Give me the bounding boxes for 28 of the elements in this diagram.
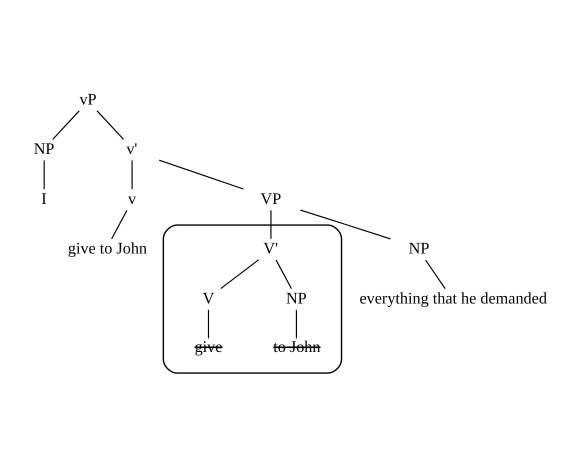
connector xyxy=(220,258,259,289)
node-text: vP xyxy=(79,90,97,108)
node-text: give to John xyxy=(68,239,148,258)
node-text: everything that he demanded xyxy=(359,288,547,307)
connector xyxy=(52,110,80,140)
node-text: I xyxy=(41,189,47,208)
node-text: V' xyxy=(263,239,278,258)
connector xyxy=(96,110,124,140)
node-text: v xyxy=(128,189,136,208)
connector xyxy=(132,160,133,189)
connector xyxy=(270,210,272,238)
connector xyxy=(296,309,297,338)
connector xyxy=(425,259,446,288)
node-text: VP xyxy=(260,189,282,208)
connector xyxy=(111,210,128,239)
node-text: to John xyxy=(273,337,321,356)
connector xyxy=(276,259,292,288)
connector xyxy=(300,208,391,239)
connector xyxy=(159,159,244,190)
node-text: V xyxy=(202,288,214,307)
cluster xyxy=(162,224,342,374)
connector xyxy=(44,160,45,189)
node-text: give xyxy=(194,337,222,356)
node-text: NP xyxy=(34,140,54,158)
connector xyxy=(208,309,210,338)
node-text: v' xyxy=(126,140,138,158)
node-text: NP xyxy=(408,239,430,258)
node-text: NP xyxy=(286,288,307,307)
